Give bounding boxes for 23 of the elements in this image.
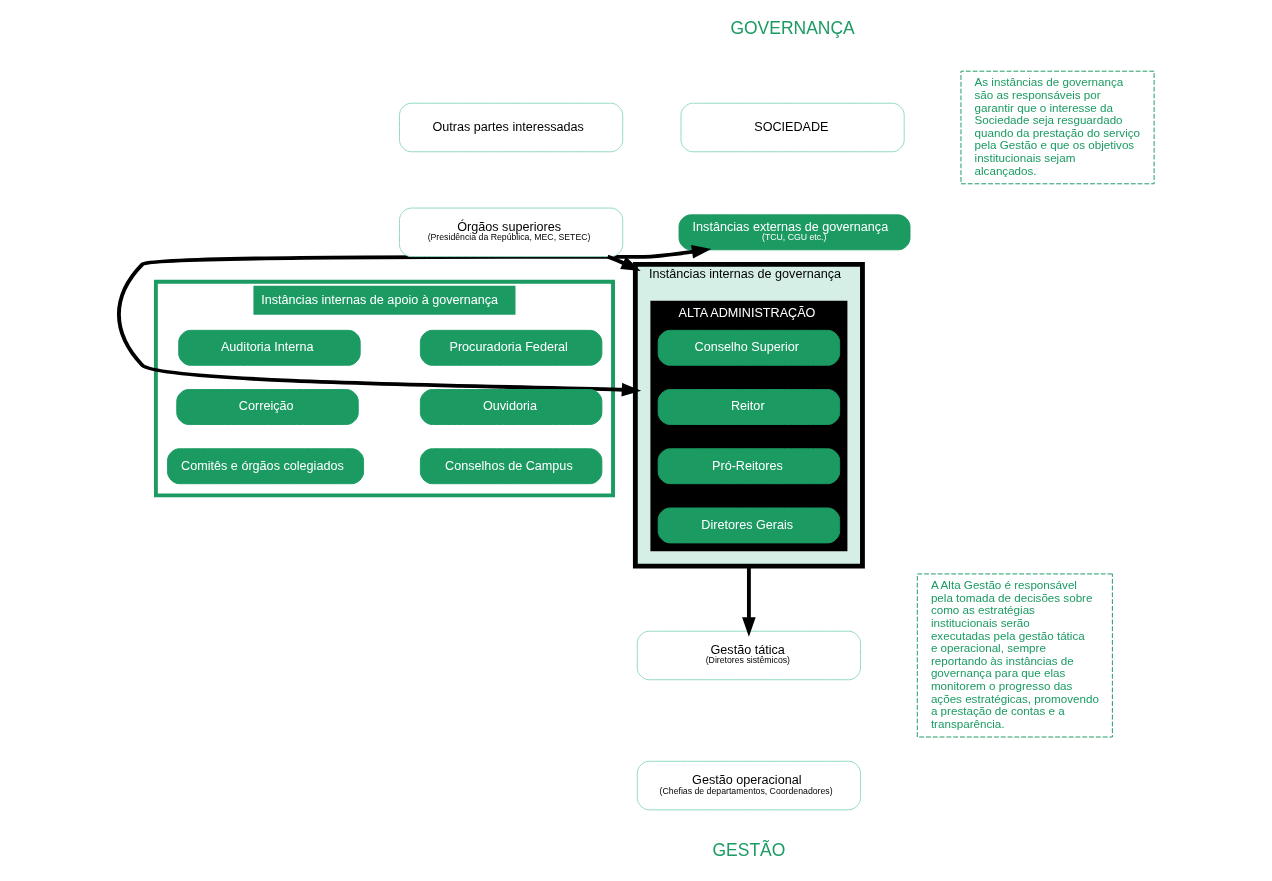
arrow xyxy=(116,245,711,397)
label: GOVERNANÇA xyxy=(729,17,855,38)
label: A Alta Gestão é responsável pela tomada de decisões sobre como as estratégias institucionais serão executadas pela gestão tática e operacional, sempre reportando às instâncias de governança para que elas monitorem o progresso das ações estratégicas, promovendo a prestação de contas e a transparência. xyxy=(930,578,1099,730)
node-box: Reitor xyxy=(657,389,840,425)
node-box: SOCIEDADE xyxy=(680,102,905,153)
node-box: Pró-Reitores xyxy=(657,448,840,485)
node-box: Conselho Superior xyxy=(657,329,840,366)
node-box: Diretores Gerais xyxy=(657,507,840,544)
node-box: Comitês e órgãos colegiados xyxy=(166,448,364,485)
node-box: Correição xyxy=(175,389,359,425)
node-box: Instâncias externas de governança (TCU, CGU etc.) xyxy=(678,214,910,251)
node-box: Órgãos superiores (Presidência da República, MEC, SETEC) xyxy=(398,207,623,258)
node-box: Procuradoria Federal xyxy=(419,329,602,366)
node-box: Auditoria Interna xyxy=(177,329,361,366)
node-box: Ouvidoria xyxy=(419,389,602,425)
node-box: Gestão tática (Diretores sistêmicos) xyxy=(636,630,861,681)
node-box: Conselhos de Campus xyxy=(419,448,602,485)
arrow xyxy=(741,566,756,637)
arrow xyxy=(606,254,641,271)
label: GESTÃO xyxy=(712,839,785,860)
label: As instâncias de governança são as responsáveis por garantir que o interesse da Sociedade seja resguardado quando da prestação do serviço pela Gestão e que os objetivos institucionais sejam alcançados. xyxy=(974,75,1140,177)
node-box: Gestão operacional (Chefias de departamentos, Coordenadores) xyxy=(636,760,861,811)
node-box: Outras partes interessadas xyxy=(398,102,623,153)
